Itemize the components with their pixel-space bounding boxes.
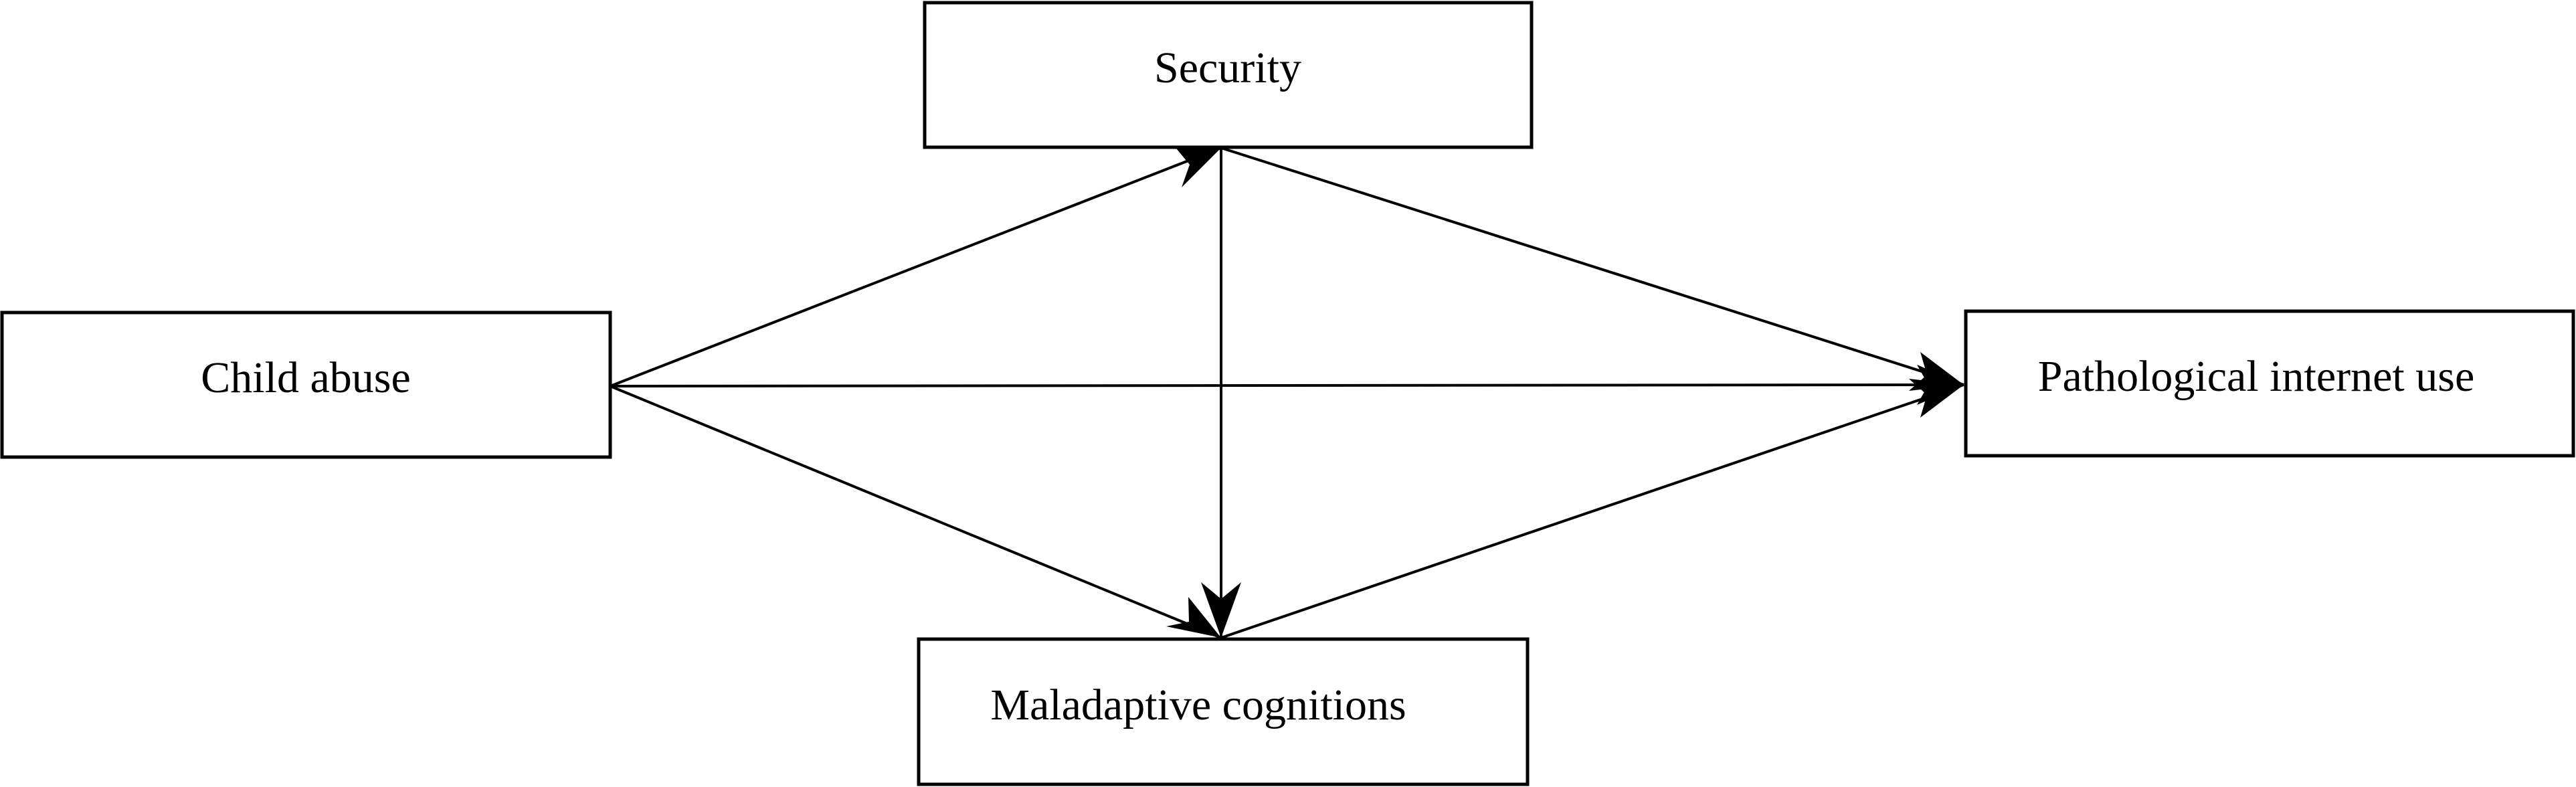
- edges: [610, 147, 1964, 639]
- node-child-abuse-label: Child abuse: [201, 353, 410, 402]
- node-pathological-label: Pathological internet use: [2038, 352, 2475, 401]
- node-maladaptive-label: Maladaptive cognitions: [990, 681, 1406, 729]
- node-child-abuse-box: [0, 311, 612, 459]
- node-pathological-box: [1964, 309, 2575, 458]
- arrowhead-pathological-bottom-icon: [1909, 379, 1964, 418]
- node-security-box: [923, 1, 1534, 149]
- node-security: Security: [923, 1, 1534, 149]
- edge-child-abuse-to-pathological: [610, 383, 1964, 387]
- node-pathological-internet-use: Pathological internet use: [1964, 309, 2575, 458]
- edge-child-abuse-to-maladaptive: [610, 385, 1222, 639]
- arrowhead-maladaptive-top-icon: [1201, 582, 1241, 638]
- node-child-abuse: Child abuse: [0, 311, 612, 459]
- arrowheads: [1166, 145, 1964, 638]
- arrowhead-maladaptive-left-icon: [1166, 597, 1221, 638]
- edge-security-to-pathological: [1220, 147, 1964, 386]
- arrowhead-security-icon: [1174, 145, 1221, 187]
- edge-child-abuse-to-security: [610, 147, 1222, 387]
- node-maladaptive-cognitions: Maladaptive cognitions: [917, 637, 1530, 786]
- node-maladaptive-box: [917, 637, 1530, 786]
- edge-maladaptive-to-pathological: [1220, 383, 1964, 639]
- node-security-label: Security: [1154, 43, 1301, 92]
